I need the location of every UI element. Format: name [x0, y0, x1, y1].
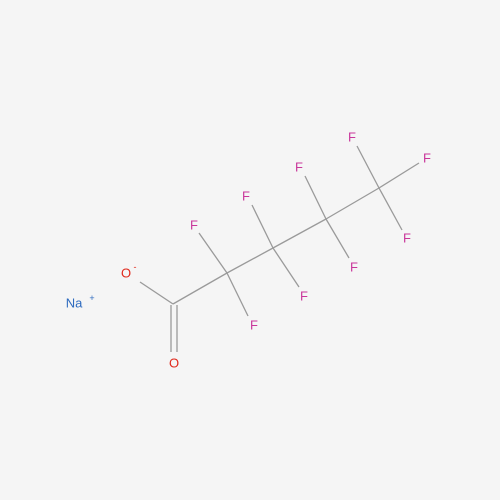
bond-c2-f-down — [226, 272, 249, 317]
bond-o-c1 — [139, 281, 174, 305]
fluorine-label: F — [190, 218, 198, 233]
bond-c3-c4 — [272, 218, 327, 249]
bond-c4-c5 — [325, 187, 380, 220]
fluorine-label: F — [423, 151, 431, 166]
bond-c5-f-up — [356, 145, 380, 189]
oxygen-anion-label: O — [121, 266, 131, 281]
bond-c5-f-down — [378, 187, 403, 231]
fluorine-label: F — [403, 231, 411, 246]
bond-c2-f-up — [198, 232, 228, 274]
atom-labels: Na + O - O F F F F F F F F F — [66, 130, 431, 371]
bond-c5-f-right — [378, 162, 420, 189]
fluorine-label: F — [350, 260, 358, 275]
oxygen-anion-charge: - — [134, 262, 137, 272]
bond-c4-f-up — [304, 175, 327, 220]
bond-c2-c3 — [226, 247, 274, 274]
bond-c3-f-down — [272, 247, 300, 288]
bond-c1-c2 — [172, 272, 228, 305]
fluorine-label: F — [295, 160, 303, 175]
bonds — [139, 145, 420, 352]
fluorine-label: F — [300, 289, 308, 304]
fluorine-label: F — [348, 130, 356, 145]
bond-c4-f-down — [325, 218, 350, 259]
fluorine-label: F — [250, 318, 258, 333]
sodium-charge: + — [89, 293, 94, 303]
bond-c3-f-up — [251, 204, 274, 249]
sodium-label: Na — [66, 296, 83, 311]
fluorine-label: F — [242, 189, 250, 204]
oxygen-carbonyl-label: O — [169, 356, 179, 371]
